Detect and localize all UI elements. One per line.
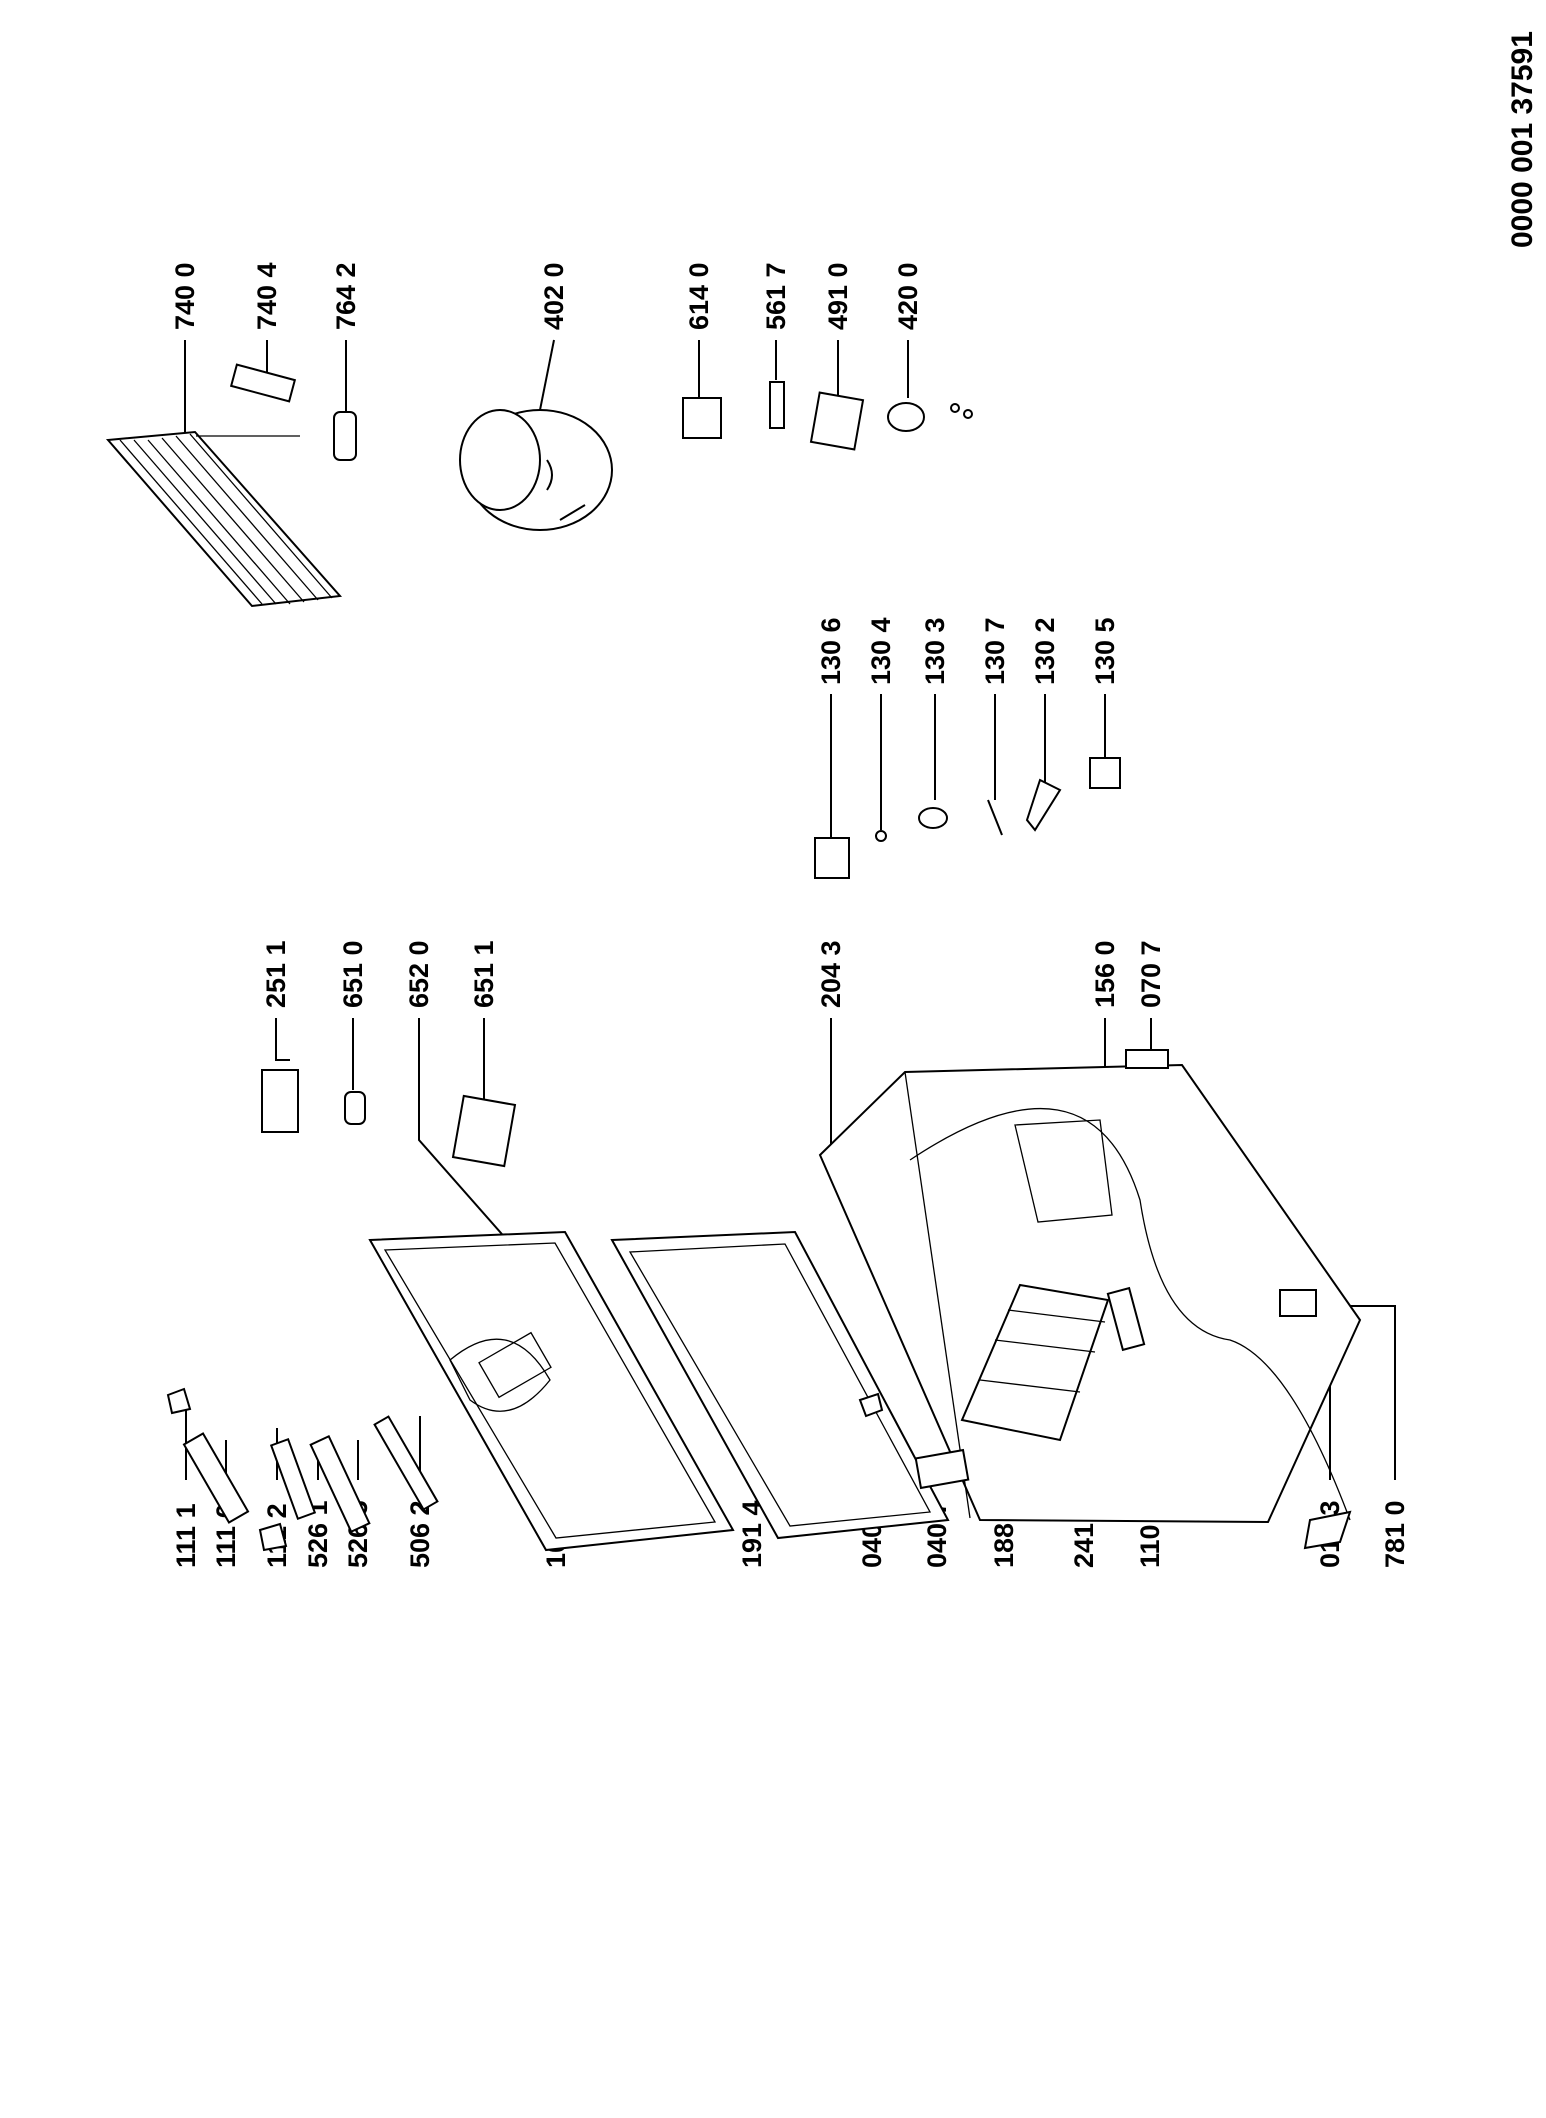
small-part	[963, 409, 973, 419]
control-box-part	[809, 391, 865, 451]
clip-part	[858, 1392, 884, 1418]
callout-070-7: 070 7	[1136, 940, 1166, 1008]
relay-part	[682, 397, 722, 439]
refrigeration-callouts: 740 0 740 4 764 2 402 0 614 0 561 7 491 …	[170, 262, 923, 440]
hinge-part	[814, 837, 850, 879]
callout-740-0: 740 0	[170, 262, 200, 330]
door-part-callouts: 251 1 651 0 652 0 651 1	[261, 940, 561, 1301]
door-gasket	[610, 1230, 950, 1540]
lever-part	[1025, 778, 1062, 832]
small-part	[950, 403, 960, 413]
callout-651-0: 651 0	[338, 940, 368, 1008]
callout-156-0: 156 0	[1090, 940, 1120, 1008]
callout-614-0: 614 0	[684, 262, 714, 330]
washer-part	[875, 830, 887, 842]
callout-740-4: 740 4	[252, 262, 282, 330]
callout-506-2: 506 2	[405, 1500, 435, 1568]
drain-plug-part	[1279, 1289, 1317, 1317]
wire-basket	[960, 1283, 1110, 1442]
handle-part	[182, 1432, 250, 1524]
lamp-part	[344, 1091, 366, 1125]
lamp-housing-part	[451, 1094, 517, 1168]
handle-cap-part	[258, 1522, 288, 1552]
callout-420-0: 420 0	[893, 262, 923, 330]
handle-cover-part	[261, 1069, 299, 1133]
lock-part	[309, 1434, 371, 1534]
spring-part	[987, 799, 1003, 836]
callout-130-7: 130 7	[980, 617, 1010, 685]
callout-130-6: 130 6	[816, 617, 846, 685]
callout-130-5: 130 5	[1090, 617, 1120, 685]
thermostat-part	[769, 381, 785, 429]
callout-402-0: 402 0	[539, 262, 569, 330]
callout-111-1: 111 1	[171, 1503, 201, 1568]
capacitor-part	[887, 402, 925, 432]
thermostat-knob-part	[1106, 1286, 1146, 1352]
callout-204-3: 204 3	[816, 940, 846, 1008]
callout-130-3: 130 3	[920, 617, 950, 685]
filter-drier-part	[333, 411, 357, 461]
callout-491-0: 491 0	[823, 262, 853, 330]
callout-130-2: 130 2	[1030, 617, 1060, 685]
hardware-callouts: 130 6 130 4 130 3 130 7 130 2 130 5	[816, 617, 1120, 838]
callout-251-1: 251 1	[261, 940, 291, 1008]
freezer-lid	[368, 1230, 735, 1552]
callout-651-1: 651 1	[469, 940, 499, 1008]
document-code: 0000 001 37591	[1506, 31, 1539, 248]
callout-781-0: 781 0	[1380, 1500, 1410, 1568]
hinge-strip-part	[373, 1415, 439, 1511]
handle-cap-part	[166, 1387, 192, 1415]
callout-561-7: 561 7	[761, 262, 791, 330]
left-callouts: 111 1 111 0 111 2 526 1 526 5 506 2 101 …	[171, 1305, 1410, 1568]
vent-grille-part	[1125, 1049, 1169, 1069]
callout-764-2: 764 2	[331, 262, 361, 330]
callout-652-0: 652 0	[404, 940, 434, 1008]
lock-plate-part	[269, 1437, 317, 1521]
freezer-cabinet	[818, 1063, 1362, 1524]
callout-191-4: 191 4	[737, 1500, 767, 1568]
hinge-bracket-part	[1089, 757, 1121, 789]
foot-part	[1303, 1510, 1352, 1550]
bracket-part	[229, 363, 297, 403]
callout-130-4: 130 4	[866, 617, 896, 685]
condenser-coil	[105, 430, 343, 608]
support-bracket-part	[914, 1448, 970, 1490]
nut-part	[918, 807, 948, 829]
compressor	[459, 409, 613, 531]
